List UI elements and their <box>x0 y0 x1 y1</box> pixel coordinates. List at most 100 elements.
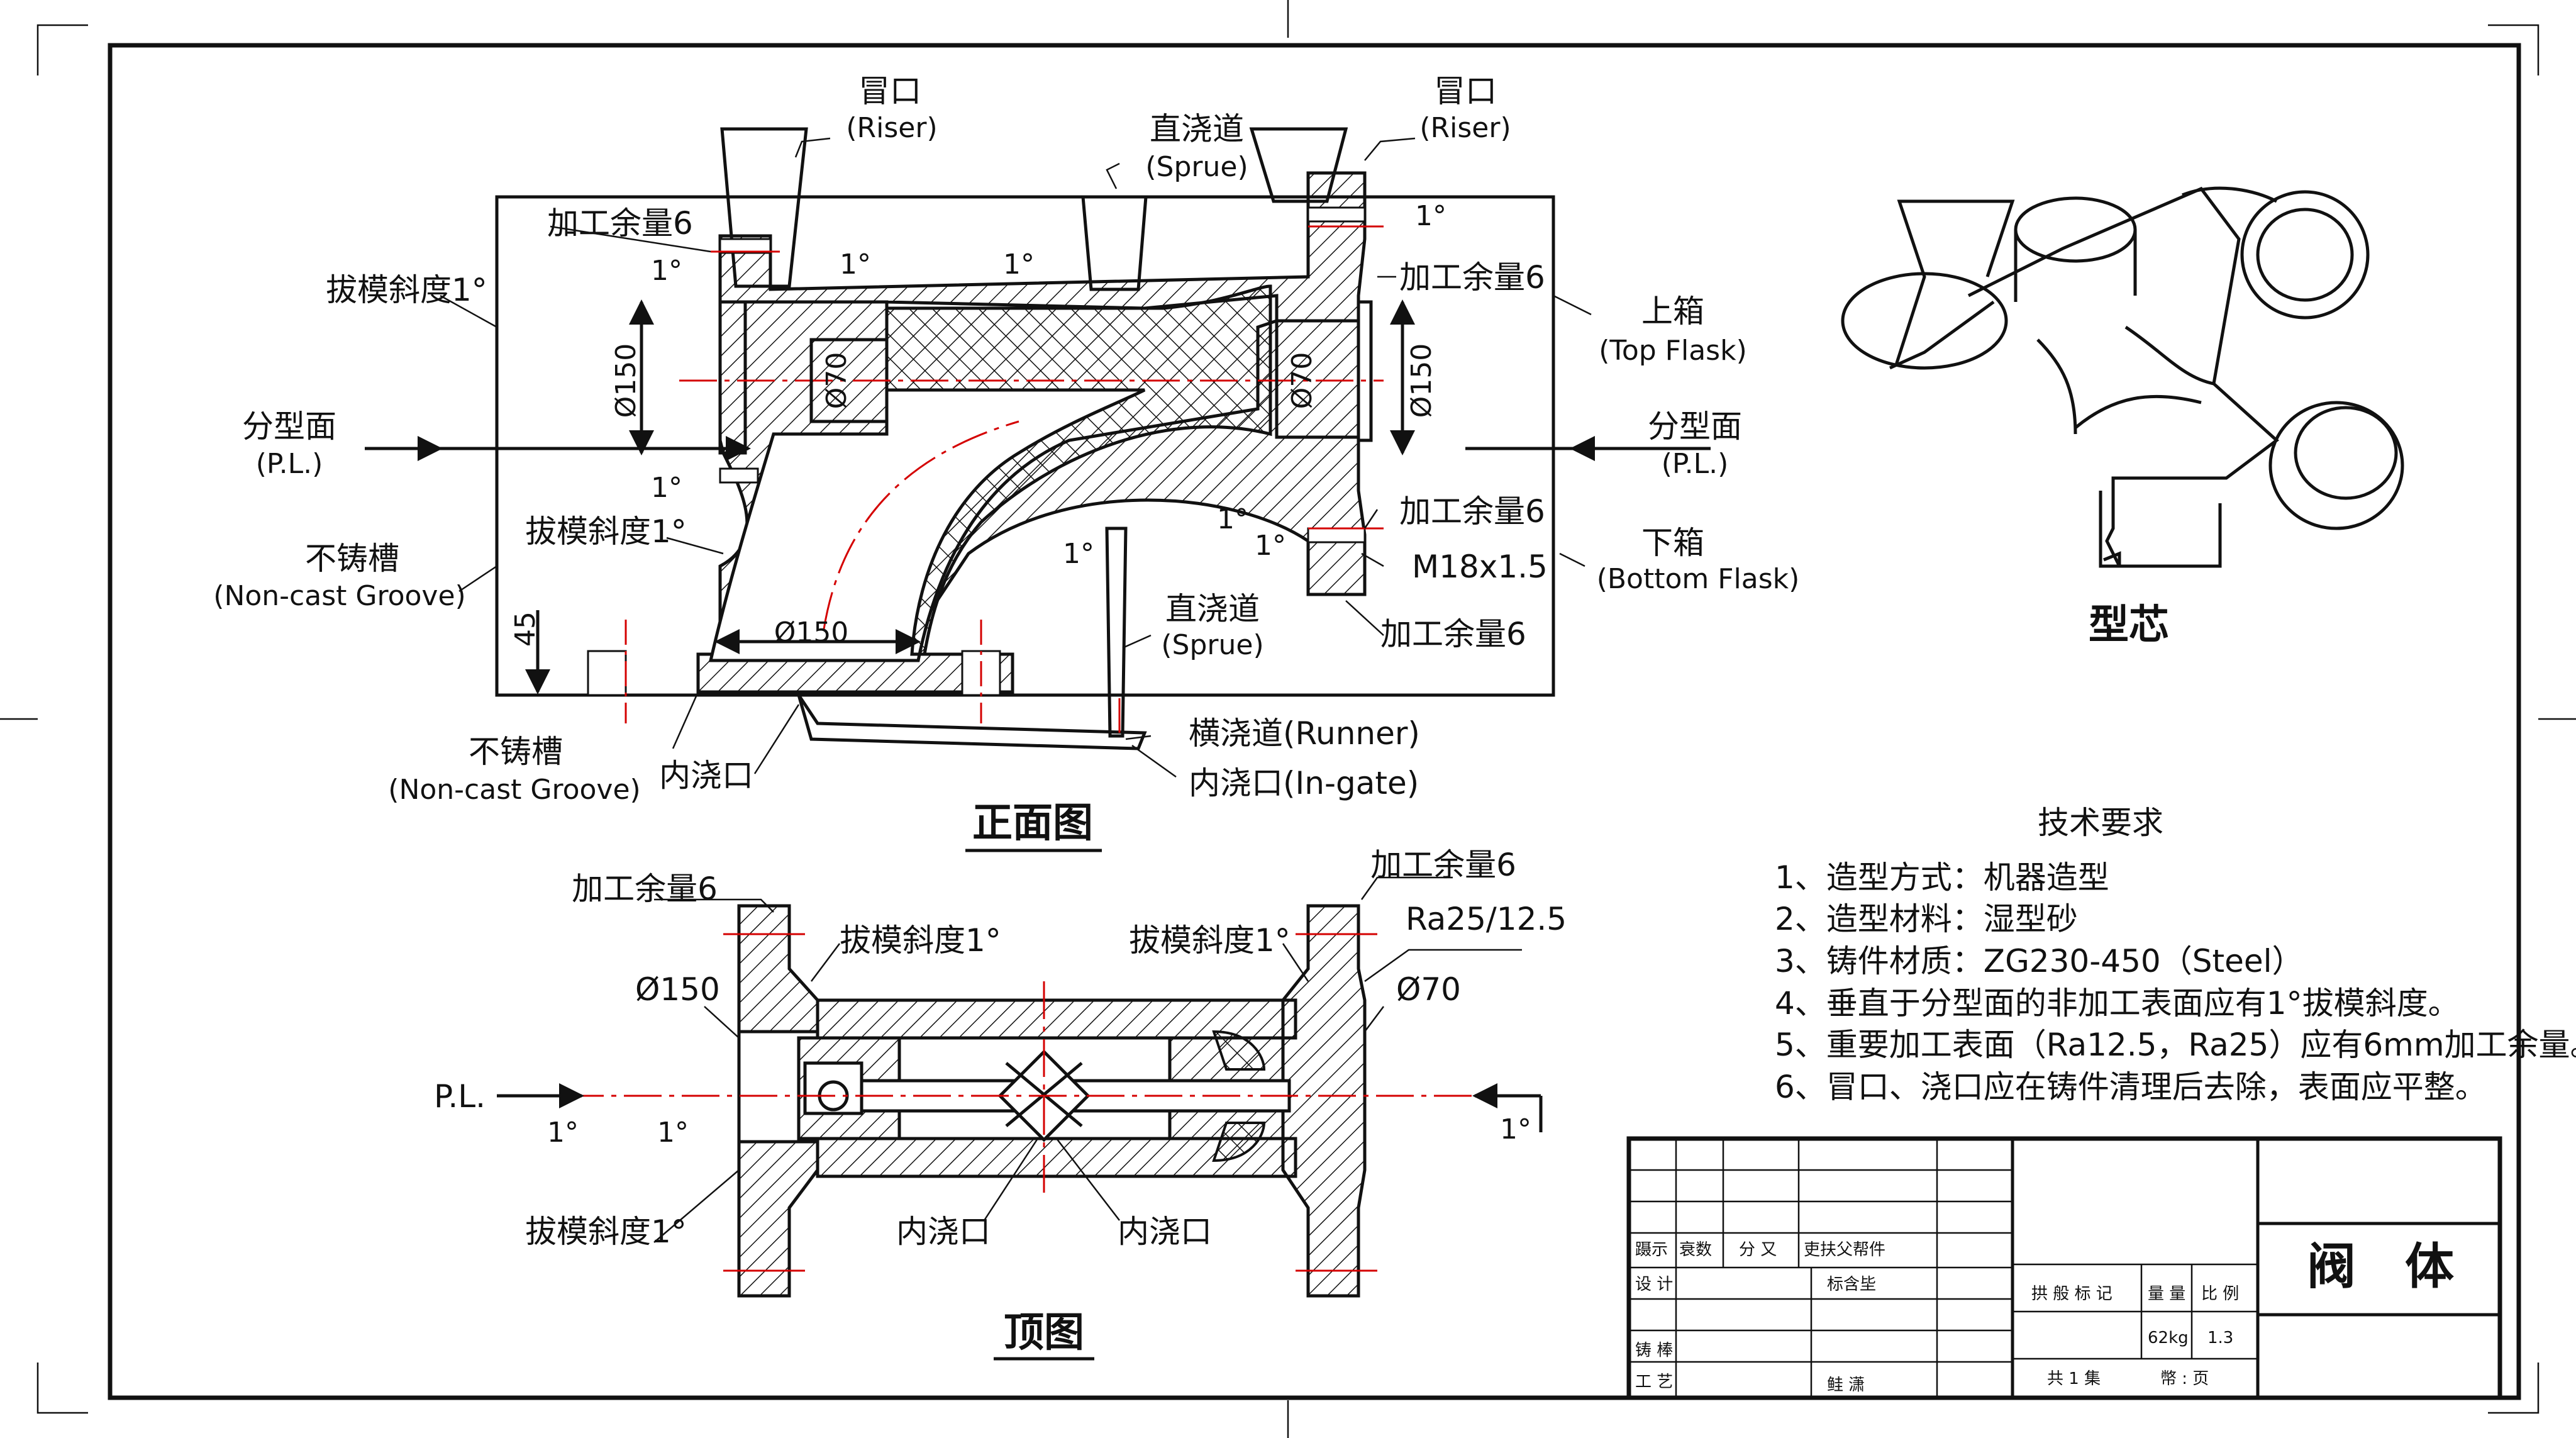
riser-left-en: (Riser) <box>846 112 937 144</box>
tb-scale: 1.3 <box>2207 1329 2233 1347</box>
front-view: 冒口 (Riser) 冒口 (Riser) 直浇道 (Sprue) 加工余量6 … <box>213 73 1800 852</box>
ingate-left-label: 内浇口 <box>659 757 753 794</box>
deg-e: 1° <box>651 472 682 504</box>
dia70-right: Ø70 <box>1286 352 1318 410</box>
top-view-caption: 顶图 <box>1004 1310 1084 1356</box>
tb-c4: 吏扶父帮件 <box>1804 1240 1885 1259</box>
requirement-1: 1、造型方式：机器造型 <box>1775 859 2109 896</box>
core-isometric: 型芯 <box>1841 186 2404 649</box>
top-ingate-a: 内浇口 <box>896 1213 991 1250</box>
sprue-top <box>1081 195 1148 291</box>
core-caption: 型芯 <box>2089 602 2169 649</box>
top-dia70: Ø70 <box>1396 971 1461 1008</box>
deg-h: 1° <box>1255 530 1286 562</box>
deg-b: 1° <box>840 248 871 281</box>
tb-approve: 鲑 潇 <box>1827 1376 1865 1395</box>
bottom-flask-label: 下箱 <box>1641 525 1704 561</box>
parting-line-left: 分型面 <box>242 408 336 445</box>
dia150-left: Ø150 <box>610 343 642 418</box>
non-cast-groove-left: 不铸槽 <box>305 540 399 577</box>
sprue-top-en: (Sprue) <box>1145 151 1248 183</box>
parting-line-right-en: (P.L.) <box>1662 448 1729 480</box>
non-cast-groove-left-en: (Non-cast Groove) <box>213 580 465 612</box>
thread-spec: M18x1.5 <box>1412 549 1548 585</box>
top-deg-a: 1° <box>547 1117 579 1149</box>
deg-a: 1° <box>651 255 682 287</box>
deg-g: 1° <box>1063 538 1094 570</box>
top-draft-bottom: 拔模斜度1° <box>525 1213 687 1250</box>
tb-std: 标含坒 <box>1827 1275 1876 1294</box>
flask-outline <box>495 195 1555 697</box>
top-left-flange <box>737 904 819 1298</box>
technical-requirements: 技术要求 1、造型方式：机器造型 2、造型材料：湿型砂 3、铸件材质：ZG230… <box>1775 805 2576 1105</box>
allowance-right-2: 加工余量6 <box>1399 493 1545 530</box>
top-deg-b: 1° <box>657 1117 689 1149</box>
dia150-bottom: Ø150 <box>774 616 849 649</box>
sprue-top-label: 直浇道 <box>1150 111 1244 147</box>
allowance-top-left: 加工余量6 <box>547 205 693 242</box>
tb-sheets: 共 1 集 <box>2047 1369 2101 1388</box>
top-right-flange <box>1281 904 1367 1298</box>
sprue-bottom-en: (Sprue) <box>1161 629 1263 661</box>
tb-process: 工 艺 <box>1635 1373 1673 1391</box>
allowance-right-3: 加工余量6 <box>1380 616 1526 652</box>
top-deg-c: 1° <box>1500 1113 1531 1145</box>
tb-stage: 拱 般 标 记 <box>2031 1285 2112 1303</box>
core-section <box>885 284 1272 656</box>
riser-left <box>720 127 808 288</box>
sprue-bottom-label: 直浇道 <box>1165 591 1260 627</box>
top-allowance-right: 加工余量6 <box>1370 847 1516 883</box>
non-cast-groove-bottom: 不铸槽 <box>469 733 563 770</box>
runner-label: 横浇道(Runner) <box>1189 715 1420 752</box>
parting-line-right: 分型面 <box>1648 408 1742 445</box>
requirement-3: 3、铸件材质：ZG230-450（Steel） <box>1775 943 2303 979</box>
allowance-top-right: 加工余量6 <box>1399 259 1545 296</box>
non-cast-groove-bottom-en: (Non-cast Groove) <box>388 774 640 806</box>
dia70-left: Ø70 <box>821 352 853 410</box>
title-block: 蹑示 衰数 分 又 吏扶父帮件 设 计 标含坒 铸 棒 工 艺 鲑 潇 拱 般 … <box>1626 1136 2502 1400</box>
riser-right-label: 冒口 <box>1434 73 1497 109</box>
requirement-4: 4、垂直于分型面的非加工表面应有1°拔模斜度。 <box>1775 985 2460 1022</box>
sprue-bottom <box>1105 527 1128 738</box>
riser-left-label: 冒口 <box>858 73 921 109</box>
tb-design: 设 计 <box>1635 1275 1673 1294</box>
tb-weight: 62kg <box>2148 1329 2189 1347</box>
top-draft-left: 拔模斜度1° <box>840 922 1001 959</box>
top-parting-line: P.L. <box>434 1078 486 1115</box>
tb-c2: 衰数 <box>1679 1240 1712 1259</box>
requirements-heading: 技术要求 <box>2038 805 2163 841</box>
front-view-caption: 正面图 <box>972 800 1093 847</box>
tb-c3: 分 又 <box>1739 1240 1777 1259</box>
runner <box>797 694 1147 750</box>
top-allowance-left: 加工余量6 <box>572 871 718 907</box>
deg-f: 1° <box>1217 503 1248 535</box>
top-flask-en: (Top Flask) <box>1599 335 1746 367</box>
tb-weight-label: 量 量 <box>2148 1285 2185 1303</box>
top-roughness: Ra25/12.5 <box>1406 901 1567 937</box>
parting-line-left-en: (P.L.) <box>256 448 323 480</box>
riser-right-en: (Riser) <box>1419 112 1511 144</box>
ingate-right-label: 内浇口(In-gate) <box>1189 765 1419 801</box>
dia150-right: Ø150 <box>1406 343 1438 418</box>
requirement-5: 5、重要加工表面（Ra12.5，Ra25）应有6mm加工余量。 <box>1775 1027 2576 1063</box>
top-ingate-b: 内浇口 <box>1118 1213 1212 1250</box>
draft-angle-mid: 拔模斜度1° <box>525 513 687 550</box>
tb-c1: 蹑示 <box>1635 1240 1668 1259</box>
requirement-6: 6、冒口、浇口应在铸件清理后去除，表面应平整。 <box>1775 1069 2487 1105</box>
deg-d: 1° <box>1415 200 1446 232</box>
dim-45: 45 <box>509 611 541 647</box>
requirement-2: 2、造型材料：湿型砂 <box>1775 901 2078 937</box>
bottom-flask-en: (Bottom Flask) <box>1597 563 1800 595</box>
tb-page: 幣 : 页 <box>2160 1369 2209 1388</box>
top-flask-label: 上箱 <box>1641 293 1704 330</box>
tb-scale-label: 比 例 <box>2201 1285 2239 1303</box>
tb-cast: 铸 棒 <box>1635 1341 1673 1360</box>
top-view: 加工余量6 加工余量6 拔模斜度1° 拔模斜度1° Ra25/12.5 Ø150… <box>434 847 1567 1361</box>
tb-part-name: 阀 体 <box>2307 1239 2454 1295</box>
deg-c: 1° <box>1003 248 1035 281</box>
draft-angle-left: 拔模斜度1° <box>326 272 487 308</box>
top-draft-right: 拔模斜度1° <box>1129 922 1291 959</box>
top-dia150: Ø150 <box>635 971 720 1008</box>
